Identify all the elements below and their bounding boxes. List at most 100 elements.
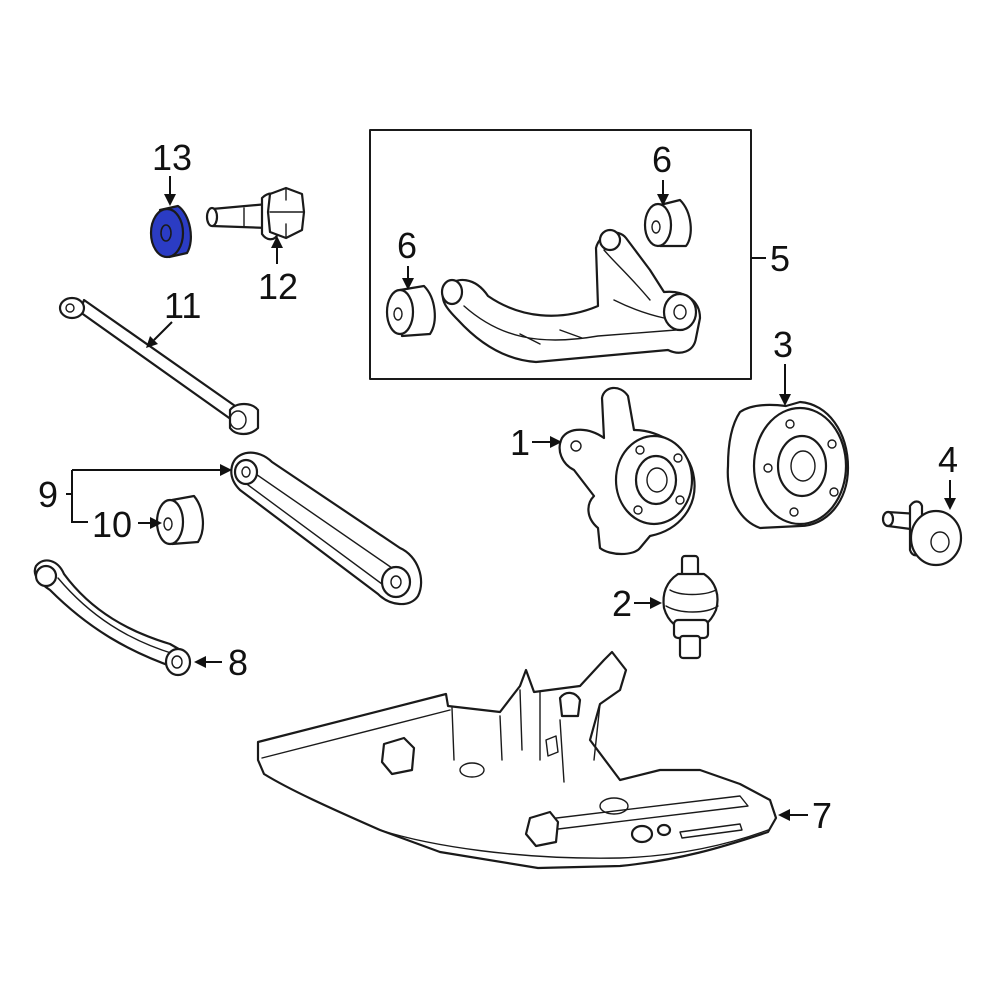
arm-flange	[243, 469, 393, 585]
leader-11	[153, 321, 173, 341]
bushing-face	[155, 498, 185, 546]
shield-clip-2	[524, 810, 560, 848]
part-13-washer[interactable]	[149, 204, 192, 259]
arrowhead-8	[194, 656, 206, 668]
callout-5: 5	[770, 238, 790, 279]
upper-arm-bushing-left	[440, 278, 464, 306]
hub-stud-4	[789, 507, 799, 517]
upper-arm-bushing-right-hole	[673, 304, 687, 320]
part-8-trailing-link[interactable]	[33, 559, 192, 677]
arrowhead-9	[220, 464, 232, 476]
bushing-left-face	[385, 288, 415, 336]
callout-2: 2	[612, 583, 632, 624]
arrowhead-3	[779, 394, 791, 406]
knuckle-mount-hole	[570, 440, 582, 452]
shield-boss-2	[656, 823, 672, 837]
bolt-head-facets	[243, 187, 305, 239]
arm-bushing-front	[233, 458, 259, 486]
part-6-bushing-left[interactable]	[385, 284, 436, 338]
washer-face	[149, 207, 185, 259]
hub-bolt-tip	[881, 510, 895, 528]
part-2-ball-joint[interactable]	[662, 554, 719, 660]
bolt-tip	[205, 206, 219, 228]
arrowhead-13	[164, 194, 176, 206]
part-1-knuckle[interactable]	[558, 386, 696, 556]
part-5-upper-control-arm[interactable]	[440, 228, 702, 364]
callout-1: 1	[510, 422, 530, 463]
ball-joint-boot-rings	[665, 589, 719, 613]
trailing-link-end-rear-hole	[171, 655, 183, 669]
callout-7: 7	[812, 795, 832, 836]
callout-8: 8	[228, 642, 248, 683]
knuckle-hub-bore	[646, 467, 668, 493]
knuckle-bolt-hole-2	[673, 453, 683, 463]
link-end-outer-hole	[229, 410, 247, 430]
part-5-group-box	[369, 129, 752, 380]
callout-9: 9	[38, 474, 58, 515]
callout-3: 3	[773, 324, 793, 365]
part-3-hub-bearing[interactable]	[726, 400, 850, 530]
bushing-right-hole	[651, 220, 661, 234]
hub-stud-3	[829, 487, 839, 497]
arm-bushing-front-hole	[241, 466, 251, 478]
callout-10: 10	[92, 504, 132, 545]
shield-outline	[256, 650, 778, 870]
shield-clip-3	[558, 691, 582, 718]
shield-dimple-1	[459, 762, 485, 778]
shield-dimple-2	[599, 797, 629, 815]
callout-6-right: 6	[652, 139, 672, 180]
callout-11: 11	[164, 285, 201, 326]
arrowhead-11	[146, 336, 158, 348]
arm-bushing-rear-hole	[390, 575, 402, 589]
arrowhead-6-left	[402, 278, 414, 290]
trailing-link-edge	[57, 577, 175, 655]
shield-rib-2	[679, 823, 743, 839]
arrowhead-7	[778, 809, 790, 821]
trailing-link-end-front	[34, 564, 58, 588]
part-6-bushing-right[interactable]	[643, 198, 692, 248]
callout-6-left: 6	[397, 225, 417, 266]
hub-bolt-head-center	[930, 531, 950, 553]
knuckle-hub-inner	[634, 454, 678, 506]
upper-arm-ball-joint	[598, 228, 622, 252]
shield-slot	[545, 735, 559, 757]
hub-stud-2	[827, 439, 837, 449]
part-11-lateral-link[interactable]	[58, 296, 260, 436]
link-end-outer	[228, 402, 260, 436]
callout-13: 13	[152, 137, 192, 178]
ball-joint-shank	[678, 634, 702, 660]
arrowhead-10	[150, 517, 162, 529]
hub-stud-1	[785, 419, 795, 429]
part-10-bushing[interactable]	[155, 494, 204, 546]
upper-arm-body	[441, 231, 702, 364]
bolt-shank	[210, 202, 270, 230]
arrowhead-6-right	[657, 194, 669, 206]
bushing-left-hole	[393, 307, 403, 321]
shield-clip-1	[380, 736, 416, 776]
hub-bolt-head	[909, 509, 963, 567]
hub-bore	[790, 450, 816, 482]
hub-stud-5	[763, 463, 773, 473]
knuckle-bolt-hole-3	[675, 495, 685, 505]
part-12-bolt[interactable]	[205, 186, 306, 241]
trailing-link-end-rear	[164, 647, 192, 677]
shield-inner-ridge	[261, 689, 769, 859]
link-end-inner-hole	[65, 303, 75, 313]
arm-bushing-rear	[380, 565, 412, 599]
leader-9-bracket	[66, 469, 222, 523]
arrowhead-4	[944, 498, 956, 510]
part-7-splash-shield[interactable]	[256, 650, 778, 870]
part-9-control-arm[interactable]	[230, 451, 423, 606]
part-4-bolt[interactable]	[881, 500, 963, 567]
upper-arm-ribs	[463, 249, 677, 345]
arrowhead-2	[650, 597, 662, 609]
knuckle-bolt-hole-1	[635, 445, 645, 455]
bushing-right-face	[643, 202, 673, 248]
shield-boss-1	[630, 824, 654, 844]
link-end-inner	[58, 296, 86, 320]
bolt-head	[266, 186, 306, 240]
knuckle-bolt-hole-4	[633, 505, 643, 515]
trailing-link-body	[33, 559, 186, 670]
washer-hole	[160, 224, 172, 242]
